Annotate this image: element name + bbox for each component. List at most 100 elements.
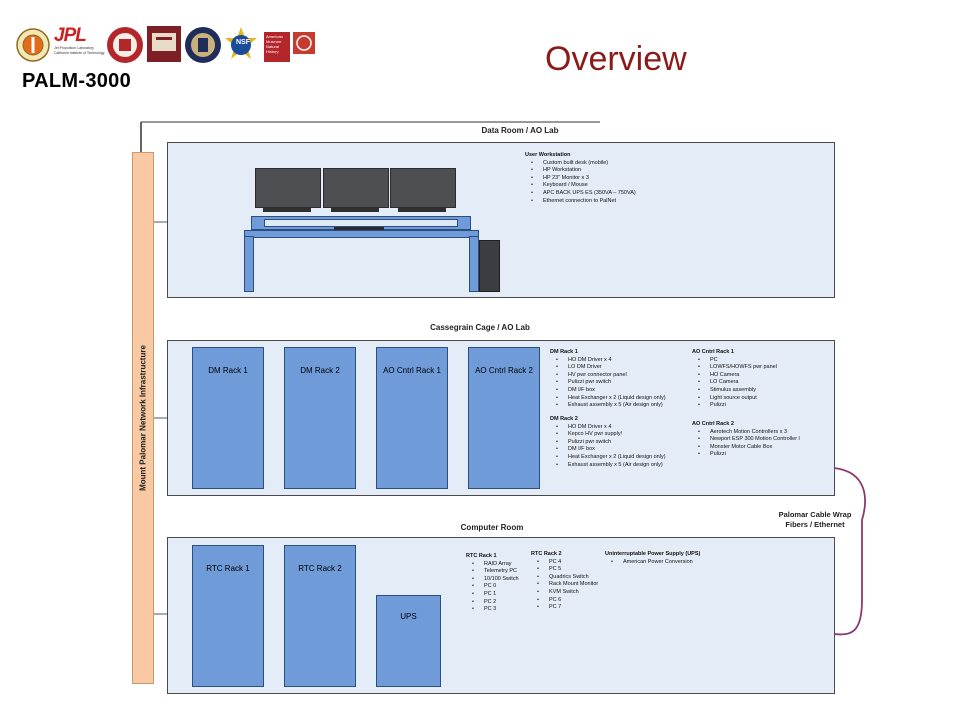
rtc-rack-1-info: RTC Rack 1 RAID Array Telemetry PC 10/10… (466, 553, 531, 614)
list-item: PC 7 (537, 604, 606, 612)
list-item: LOWFS/HOWFS pwr panel (698, 364, 832, 372)
list-item: Rack Mount Monitor (537, 581, 606, 589)
rtc-rack-1: RTC Rack 1 (192, 545, 264, 687)
ao-rack-1-info: AO Cntrl Rack 1 PC LOWFS/HOWFS pwr panel… (692, 349, 832, 410)
infrastructure-label: Mount Palomar Network Infrastructure (138, 345, 148, 491)
dm-rack-2-info-title: DM Rack 2 (550, 416, 578, 422)
data-room-title: Data Room / AO Lab (481, 126, 559, 135)
monitor-stand-2 (331, 208, 379, 212)
list-item: Newport ESP 300 Motion Controller l (698, 436, 832, 444)
monitor-stand-1 (263, 208, 311, 212)
keyboard (334, 227, 384, 230)
monitor-1 (255, 168, 321, 208)
rack-label: AO Cntrl Rack 1 (383, 366, 441, 375)
slide-title: Overview (545, 40, 687, 78)
list-item: DM I/F box (556, 387, 690, 395)
list-item: PC 6 (537, 597, 606, 605)
list-item: HP Workstation (531, 167, 725, 175)
ups-list: American Power Conversion (605, 559, 745, 567)
oxford-seal-logo (185, 27, 221, 63)
rack-label: AO Cntrl Rack 2 (475, 366, 533, 375)
list-item: HP 23" Monitor x 3 (531, 175, 725, 183)
list-item: PC 4 (537, 559, 606, 567)
list-item: Pulizzi (698, 402, 832, 410)
crest-logo (147, 26, 181, 62)
cornell-seal-logo (107, 27, 143, 63)
list-item: Pulizzi pwr switch (556, 379, 690, 387)
ao-rack-1-list: PC LOWFS/HOWFS pwr panel HO Camera LO Ca… (692, 357, 832, 410)
rack-label: RTC Rack 1 (206, 564, 250, 573)
desk-leg-right (469, 236, 479, 292)
dm-rack-2-info: DM Rack 2 HO DM Driver x 4 Kepco HV pwr … (550, 416, 690, 469)
amnh-logo: American Museum Natural History (264, 32, 290, 62)
ao-cntrl-rack-2: AO Cntrl Rack 2 (468, 347, 540, 489)
dm-rack-1-list: HO DM Driver x 4 LO DM Driver HV pwr con… (550, 357, 690, 410)
list-item: HO DM Driver x 4 (556, 357, 690, 365)
cassegrain-title: Cassegrain Cage / AO Lab (430, 323, 530, 332)
list-item: Aerotech Motion Controllers x 3 (698, 429, 832, 437)
rtc-rack-2-list: PC 4 PC 5 Quadrics Switch Rack Mount Mon… (531, 559, 606, 612)
project-title: PALM-3000 (22, 70, 132, 92)
list-item: KVM Switch (537, 589, 606, 597)
cable-wrap-label-line2: Fibers / Ethernet (785, 520, 845, 529)
rack-label: DM Rack 1 (208, 366, 248, 375)
list-item: Monster Motor Cable Box (698, 444, 832, 452)
jpl-logo: JPL Jet Propulsion Laboratory California… (54, 25, 105, 56)
list-item: PC 5 (537, 566, 606, 574)
list-item: Exhaust assembly x 5 (Air design only) (556, 402, 690, 410)
list-item: RAID Array (472, 561, 531, 569)
ao-rack-2-info: AO Cntrl Rack 2 Aerotech Motion Controll… (692, 421, 832, 459)
monitor-2 (323, 168, 389, 208)
list-item: Exhaust assembly x 5 (Air design only) (556, 462, 690, 470)
rtc-rack-2-info: RTC Rack 2 PC 4 PC 5 Quadrics Switch Rac… (531, 551, 606, 612)
dm-rack-2: DM Rack 2 (284, 347, 356, 489)
dm-rack-2-list: HO DM Driver x 4 Kepco HV pwr supply! Pu… (550, 424, 690, 470)
list-item: Heat Exchanger x 2 (Liquid design only) (556, 454, 690, 462)
workstation-title: User Workstation (525, 152, 571, 158)
list-item: Telemetry PC (472, 568, 531, 576)
list-item: HV pwr connector panel (556, 372, 690, 380)
workstation-tower (479, 240, 500, 292)
dm-rack-1: DM Rack 1 (192, 347, 264, 489)
rack-label: RTC Rack 2 (298, 564, 342, 573)
logo-strip: JPL Jet Propulsion Laboratory California… (14, 22, 315, 66)
ao-rack-2-info-title: AO Cntrl Rack 2 (692, 421, 734, 427)
computer-room-title: Computer Room (460, 523, 524, 532)
list-item: Pulizzi (698, 451, 832, 459)
cable-wrap-curve (833, 467, 866, 636)
desk-slot (264, 219, 458, 227)
list-item: Quadrics Switch (537, 574, 606, 582)
rtc-rack-1-list: RAID Array Telemetry PC 10/100 Switch PC… (466, 561, 531, 614)
monitor-stand-3 (398, 208, 446, 212)
list-item: LO DM Driver (556, 364, 690, 372)
red-emblem-logo (293, 32, 315, 54)
rack-label: DM Rack 2 (300, 366, 340, 375)
ao-rack-1-info-title: AO Cntrl Rack 1 (692, 349, 734, 355)
list-item: Light source output (698, 395, 832, 403)
list-item: PC 3 (472, 606, 531, 614)
ups-info: Uninterruptable Power Supply (UPS) Ameri… (605, 551, 745, 566)
list-item: Stimulus assembly (698, 387, 832, 395)
list-item: PC (698, 357, 832, 365)
list-item: Pulizzi pwr switch (556, 439, 690, 447)
ups-info-title: Uninterruptable Power Supply (UPS) (605, 551, 701, 557)
workstation-list: Custom built desk (mobile) HP Workstatio… (525, 160, 725, 206)
list-item: PC 1 (472, 591, 531, 599)
list-item: HO DM Driver x 4 (556, 424, 690, 432)
list-item: Heat Exchanger x 2 (Liquid design only) (556, 395, 690, 403)
monitor-3 (390, 168, 456, 208)
rack-label: UPS (400, 612, 417, 621)
ao-rack-2-list: Aerotech Motion Controllers x 3 Newport … (692, 429, 832, 459)
dm-rack-1-info-title: DM Rack 1 (550, 349, 578, 355)
nsf-logo (225, 27, 257, 59)
list-item: 10/100 Switch (472, 576, 531, 584)
cable-wrap-label: Palomar Cable Wrap Fibers / Ethernet (765, 510, 865, 530)
list-item: Kepco HV pwr supply! (556, 431, 690, 439)
list-item: American Power Conversion (611, 559, 745, 567)
list-item: Ethernet connection to PalNet (531, 198, 725, 206)
network-infrastructure-bar: Mount Palomar Network Infrastructure (132, 152, 154, 684)
list-item: Custom built desk (mobile) (531, 160, 725, 168)
list-item: APC BACK UPS ES (350VA – 750VA) (531, 190, 725, 198)
list-item: Keyboard / Mouse (531, 182, 725, 190)
caltech-seal-logo (16, 28, 50, 62)
